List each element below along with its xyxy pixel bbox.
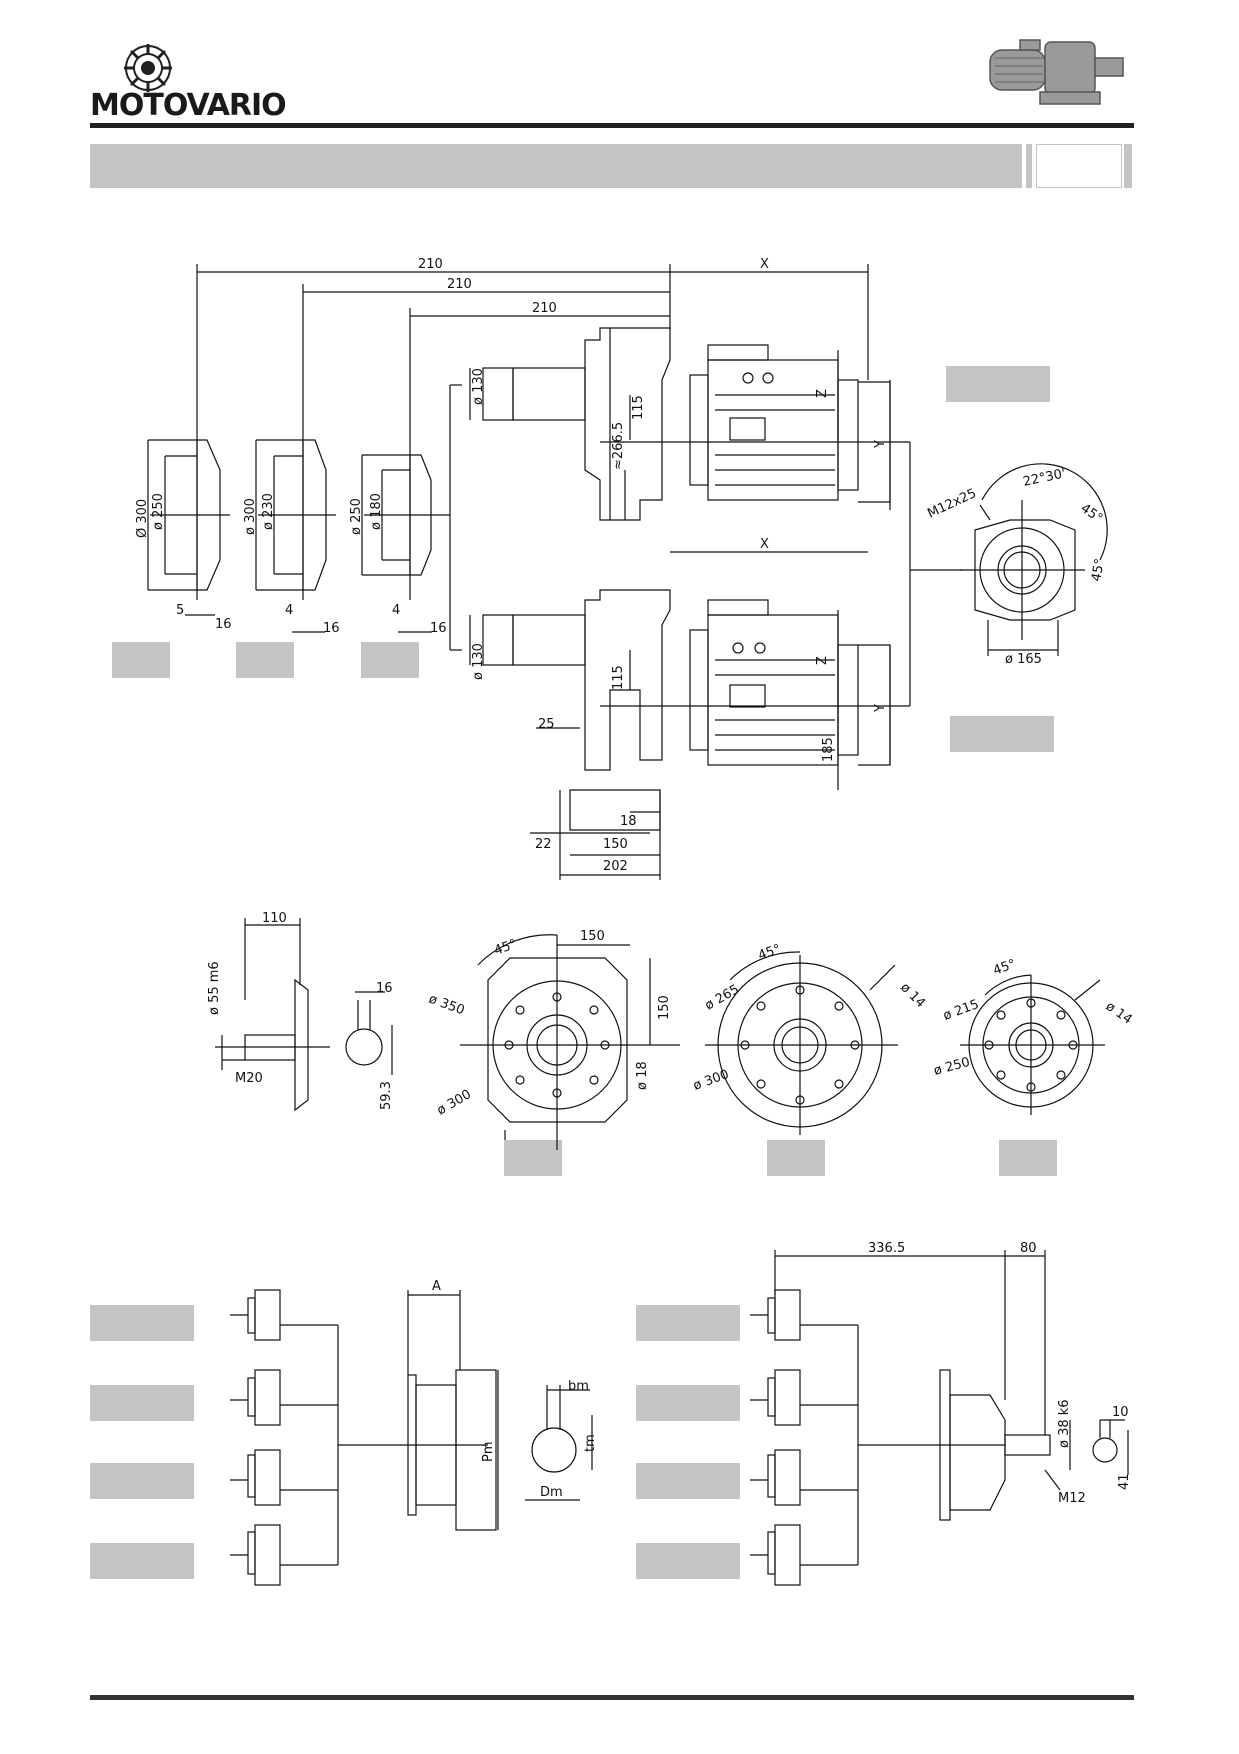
bl-tm: tm xyxy=(583,1434,598,1452)
flange3-t1: 4 xyxy=(392,603,400,618)
fv1-hole: ø 18 xyxy=(635,1061,650,1090)
logo-icon xyxy=(124,44,172,92)
br-dim-336: 336.5 xyxy=(868,1241,905,1256)
end-thread: M12x25 xyxy=(925,486,978,522)
dim-z-upper: Z xyxy=(815,389,830,398)
label-box xyxy=(946,366,1050,402)
fv2-d1: ø 265 xyxy=(703,982,742,1013)
label-box xyxy=(90,1463,194,1499)
dim-z-lower: Z xyxy=(815,656,830,665)
bl-pm: Pm xyxy=(481,1441,496,1462)
brand-name: MOTOVARIO xyxy=(90,88,287,123)
dim-150: 150 xyxy=(603,837,628,852)
label-box xyxy=(504,1140,562,1176)
fv3-hole: ø 14 xyxy=(1103,999,1135,1028)
flange2-t1: 4 xyxy=(285,603,293,618)
label-box xyxy=(636,1305,740,1341)
flange1-outer: Ø 300 xyxy=(135,499,150,538)
dim-y-upper: Y xyxy=(873,440,888,449)
shaft-dia-lower: ø 130 xyxy=(471,643,486,680)
key-w: 16 xyxy=(376,981,393,996)
dim-210-c: 210 xyxy=(532,301,557,316)
flange3-outer: ø 250 xyxy=(349,498,364,535)
end-angle-b: 45° xyxy=(1078,501,1105,527)
br-thread: M12 xyxy=(1058,1491,1086,1506)
fv3-d2: ø 250 xyxy=(932,1055,972,1079)
dim-185: 185 xyxy=(821,737,836,762)
bl-bm: bm xyxy=(568,1379,589,1394)
flange1-t1: 5 xyxy=(176,603,184,618)
flange2-inner: ø 230 xyxy=(261,493,276,530)
gearmotor-thumbnail-icon xyxy=(989,39,1124,105)
shaft-len: 110 xyxy=(262,911,287,926)
label-box xyxy=(90,1385,194,1421)
page-tab-box xyxy=(1036,144,1122,188)
dim-210-b: 210 xyxy=(447,277,472,292)
header-rule xyxy=(90,123,1134,128)
end-pcd: ø 165 xyxy=(1005,652,1042,667)
fv2-d2: ø 300 xyxy=(691,1067,731,1094)
flange3-inner: ø 180 xyxy=(369,493,384,530)
br-dim-80: 80 xyxy=(1020,1241,1037,1256)
dim-x-lower: X xyxy=(760,537,769,552)
fv1-d1: ø 350 xyxy=(427,992,467,1019)
dim-115-lower: 115 xyxy=(611,665,626,690)
dim-210-a: 210 xyxy=(418,257,443,272)
flange3-t2: 16 xyxy=(430,621,447,636)
fv2-hole: ø 14 xyxy=(897,980,928,1011)
fv3-d1: ø 215 xyxy=(941,997,981,1024)
label-box xyxy=(112,642,170,678)
flange1-inner: ø 250 xyxy=(151,493,166,530)
title-bar-divider xyxy=(1026,144,1032,188)
title-bar-end xyxy=(1124,144,1132,188)
title-bar xyxy=(90,144,1022,188)
fv3-angle: 45° xyxy=(991,957,1018,979)
flange1-t2: 16 xyxy=(215,617,232,632)
fv2-angle: 45° xyxy=(756,942,783,964)
fv1-angle: 45° xyxy=(492,937,519,959)
key-h: 59.3 xyxy=(379,1081,394,1110)
dim-202: 202 xyxy=(603,859,628,874)
br-dia: ø 38 k6 xyxy=(1057,1399,1072,1448)
flange2-outer: ø 300 xyxy=(243,498,258,535)
label-box xyxy=(236,642,294,678)
shaft-dia-upper: ø 130 xyxy=(471,368,486,405)
bl-dim-a: A xyxy=(432,1279,441,1294)
label-box xyxy=(636,1543,740,1579)
label-box xyxy=(636,1463,740,1499)
label-box xyxy=(636,1385,740,1421)
shaft-dia: ø 55 m6 xyxy=(207,961,222,1015)
br-key-w: 10 xyxy=(1112,1405,1129,1420)
flange2-t2: 16 xyxy=(323,621,340,636)
dim-18: 18 xyxy=(620,814,637,829)
label-box xyxy=(361,642,419,678)
dim-x-upper: X xyxy=(760,257,769,272)
label-box xyxy=(950,716,1054,752)
label-box xyxy=(90,1543,194,1579)
fv1-side2: 150 xyxy=(657,995,672,1020)
end-angle-a: 22°30' xyxy=(1022,466,1067,490)
footer-rule xyxy=(90,1695,1134,1700)
fv1-d2: ø 300 xyxy=(435,1087,474,1118)
dim-266: ≈266.5 xyxy=(611,422,626,470)
fv1-side: 150 xyxy=(580,929,605,944)
end-angle-c: 45° xyxy=(1089,557,1108,582)
br-key-h: 41 xyxy=(1117,1473,1132,1490)
label-box xyxy=(999,1140,1057,1176)
bl-dm: Dm xyxy=(540,1485,563,1500)
dim-22: 22 xyxy=(535,837,552,852)
dim-y-lower: Y xyxy=(873,704,888,713)
label-box xyxy=(767,1140,825,1176)
dim-25: 25 xyxy=(538,717,555,732)
dim-115-upper: 115 xyxy=(631,395,646,420)
shaft-thread: M20 xyxy=(235,1071,263,1086)
label-box xyxy=(90,1305,194,1341)
